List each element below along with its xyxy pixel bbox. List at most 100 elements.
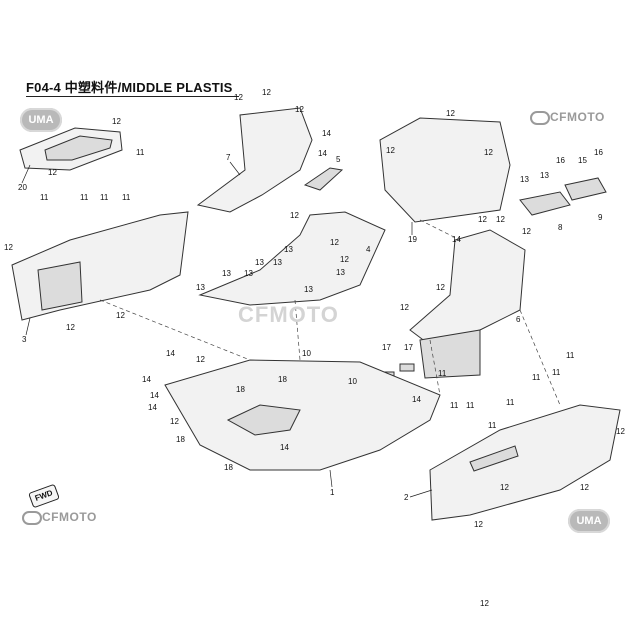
callout-11-e: 11 xyxy=(136,148,145,157)
callout-13-c: 13 xyxy=(196,283,205,292)
part-5-grille xyxy=(303,167,344,191)
callout-13-j: 13 xyxy=(336,268,345,277)
callout-12-g: 12 xyxy=(262,88,271,97)
callout-14-g: 14 xyxy=(148,403,157,412)
callout-15: 15 xyxy=(578,156,587,165)
callout-12-r: 12 xyxy=(436,283,445,292)
callout-16-a: 16 xyxy=(556,156,565,165)
callout-12-m: 12 xyxy=(330,238,339,247)
callout-12-q: 12 xyxy=(522,227,531,236)
callout-17-a: 17 xyxy=(382,343,391,352)
callout-12-z: 12 xyxy=(480,599,489,608)
callout-10-b: 10 xyxy=(348,377,357,386)
callout-11-m: 11 xyxy=(566,351,575,360)
callout-11-k: 11 xyxy=(532,373,541,382)
assembly-line-c xyxy=(519,309,561,406)
callout-3: 3 xyxy=(22,335,27,344)
part-3-vents xyxy=(37,261,83,311)
callout-16-b: 16 xyxy=(594,148,603,157)
callout-12-n: 12 xyxy=(340,255,349,264)
assembly-line-a xyxy=(99,299,251,361)
callout-2: 2 xyxy=(404,493,409,502)
callout-13-d: 13 xyxy=(222,269,231,278)
callout-19: 19 xyxy=(408,235,417,244)
callout-12-h: 12 xyxy=(295,105,304,114)
callout-20: 20 xyxy=(18,183,27,192)
callout-14-f: 14 xyxy=(150,391,159,400)
callout-12-f: 12 xyxy=(234,93,243,102)
callout-11-c: 11 xyxy=(100,193,109,202)
callout-11-d: 11 xyxy=(122,193,131,202)
callout-13-h: 13 xyxy=(284,245,293,254)
part-2-side-panel xyxy=(429,404,621,521)
callout-5: 5 xyxy=(336,155,341,164)
callout-12-y: 12 xyxy=(616,427,625,436)
callout-14-e: 14 xyxy=(142,375,151,384)
leader-20 xyxy=(21,164,31,184)
callout-18-c: 18 xyxy=(176,435,185,444)
part-1-floor-pan xyxy=(164,359,441,471)
cfmoto-brand-bottom: CFMOTO xyxy=(42,510,97,524)
callout-14-h: 14 xyxy=(412,395,421,404)
part-17-plate-b xyxy=(399,363,415,372)
callout-11-b: 11 xyxy=(80,193,89,202)
part-8-pad xyxy=(519,191,571,216)
callout-12-s: 12 xyxy=(400,303,409,312)
cfmoto-logo-icon-top xyxy=(530,111,550,125)
callout-1: 1 xyxy=(330,488,335,497)
leader-3 xyxy=(25,317,31,336)
callout-14-i: 14 xyxy=(280,443,289,452)
callout-12-b: 12 xyxy=(48,168,57,177)
callout-18-a: 18 xyxy=(236,385,245,394)
callout-12-t: 12 xyxy=(196,355,205,364)
assembly-line-d xyxy=(294,299,301,361)
leader-2 xyxy=(409,489,433,498)
callout-11-f: 11 xyxy=(438,369,447,378)
callout-13-a: 13 xyxy=(520,175,529,184)
callout-18-d: 18 xyxy=(224,463,233,472)
assembly-line-e xyxy=(419,219,461,241)
callout-11-l: 11 xyxy=(552,368,561,377)
callout-12-o: 12 xyxy=(478,215,487,224)
callout-11-g: 11 xyxy=(450,401,459,410)
part-6-right-console xyxy=(409,229,526,346)
part-3-side-panel xyxy=(11,211,189,321)
callout-11-i: 11 xyxy=(488,421,497,430)
callout-12-e: 12 xyxy=(116,311,125,320)
callout-17-b: 17 xyxy=(404,343,413,352)
callout-13-b: 13 xyxy=(540,171,549,180)
leader-1 xyxy=(329,469,333,488)
callout-12-w: 12 xyxy=(580,483,589,492)
callout-11-a: 11 xyxy=(40,193,49,202)
cfmoto-brand-top: CFMOTO xyxy=(550,110,605,124)
callout-12-u: 12 xyxy=(170,417,179,426)
callout-14-d: 14 xyxy=(166,349,175,358)
callout-12-x: 12 xyxy=(474,520,483,529)
callout-12-p: 12 xyxy=(496,215,505,224)
callout-12-l: 12 xyxy=(290,211,299,220)
part-2-badge xyxy=(469,445,519,472)
callout-12-j: 12 xyxy=(386,146,395,155)
callout-group: 20 12 12 3 12 12 12 11 11 11 11 11 7 12 … xyxy=(4,88,625,608)
uma-logo-top: UMA xyxy=(20,108,62,132)
part-4-center-console xyxy=(198,211,386,306)
callout-11-h: 11 xyxy=(466,401,475,410)
callout-6: 6 xyxy=(516,315,521,324)
part-7-front-cover xyxy=(196,107,313,213)
callout-12-c: 12 xyxy=(4,243,13,252)
callout-13-f: 13 xyxy=(255,258,264,267)
callout-12-a: 12 xyxy=(112,117,121,126)
callout-14-c: 14 xyxy=(452,235,461,244)
callout-4: 4 xyxy=(366,245,371,254)
callout-14-a: 14 xyxy=(322,129,331,138)
callout-7: 7 xyxy=(226,153,231,162)
assembly-line-b xyxy=(429,339,441,396)
callout-12-k: 12 xyxy=(484,148,493,157)
callout-14-b: 14 xyxy=(318,149,327,158)
part-20-ridge xyxy=(44,135,113,161)
callout-13-i: 13 xyxy=(304,285,313,294)
callout-8: 8 xyxy=(558,223,563,232)
part-9-pad xyxy=(564,177,607,201)
